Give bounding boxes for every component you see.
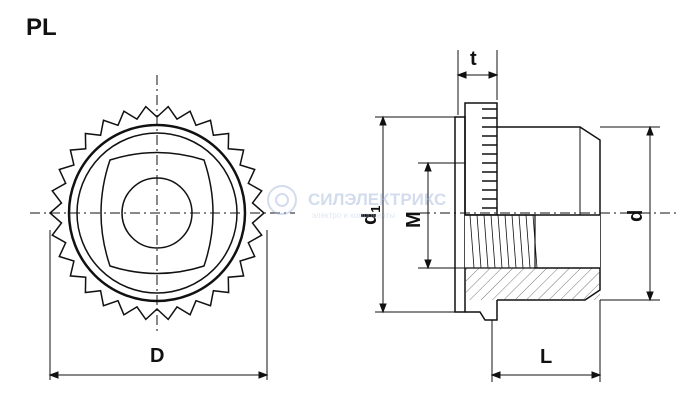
dimension-t-label: t: [470, 48, 477, 70]
side-view: [420, 102, 680, 321]
svg-text:электро и компоненты: электро и компоненты: [312, 211, 395, 220]
part-title: PL: [26, 14, 57, 41]
svg-text:СИЛЭЛЕКТРИКС: СИЛЭЛЕКТРИКС: [308, 190, 446, 209]
dimension-L-label: L: [540, 346, 552, 368]
front-view: D: [30, 75, 295, 380]
dimension-D-label: D: [150, 345, 164, 367]
watermark-logo: СИЛЭЛЕКТРИКС электро и компоненты: [267, 185, 446, 220]
side-dimensions: [375, 50, 660, 382]
dimension-M-label: M: [403, 211, 425, 228]
dimension-d1-label: d1: [359, 206, 383, 225]
dimension-d-label: d: [625, 210, 647, 222]
